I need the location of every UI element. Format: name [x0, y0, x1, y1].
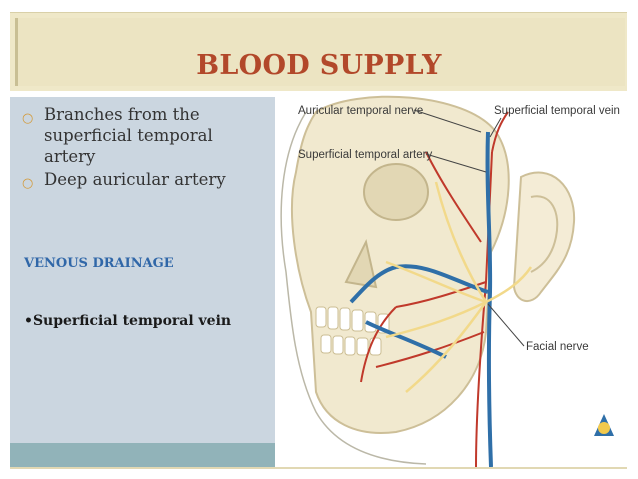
ear-inner: [530, 195, 559, 273]
title-band-inner: [15, 18, 625, 86]
slide-bottom-rule: [10, 467, 627, 469]
anatomy-illustration-svg: Auricular temporal nerve Superficial tem…: [280, 95, 620, 467]
bullet-text: Branches from the superficial temporal a…: [44, 105, 213, 166]
nasal-cavity: [344, 239, 378, 289]
bullet-dot-icon: ○: [22, 176, 34, 191]
nerve-branches: [385, 181, 533, 393]
bullet-list: ○ Branches from the superficial temporal…: [22, 104, 267, 192]
text-panel: [10, 97, 275, 467]
label-superficial-temporal-artery: Superficial temporal artery: [298, 149, 432, 161]
bullet-text: Deep auricular artery: [44, 170, 226, 189]
bullet-dot-icon: ○: [22, 111, 34, 126]
label-auricular-temporal-nerve: Auricular temporal nerve: [298, 105, 423, 117]
label-leader-lines: [413, 109, 525, 347]
text-panel-footer-strip: [10, 443, 275, 467]
label-facial-nerve: Facial nerve: [526, 341, 589, 353]
bullet-item: ○ Deep auricular artery: [22, 169, 267, 191]
slide-title: BLOOD SUPPLY: [196, 50, 442, 81]
label-superficial-temporal-vein: Superficial temporal vein: [494, 105, 620, 117]
face-outline: [280, 111, 427, 465]
bullet-item: ○ Branches from the superficial temporal…: [22, 104, 267, 167]
anatomy-illustration: Auricular temporal nerve Superficial tem…: [276, 92, 626, 467]
ear-shape: [512, 171, 576, 302]
eye-orbit: [363, 163, 429, 221]
title-band: [10, 12, 627, 91]
venous-drainage-item: •Superficial temporal vein: [24, 313, 232, 329]
venous-drainage-heading: VENOUS DRAINAGE: [24, 256, 174, 271]
triangle-globe-logo-icon: [594, 414, 614, 436]
